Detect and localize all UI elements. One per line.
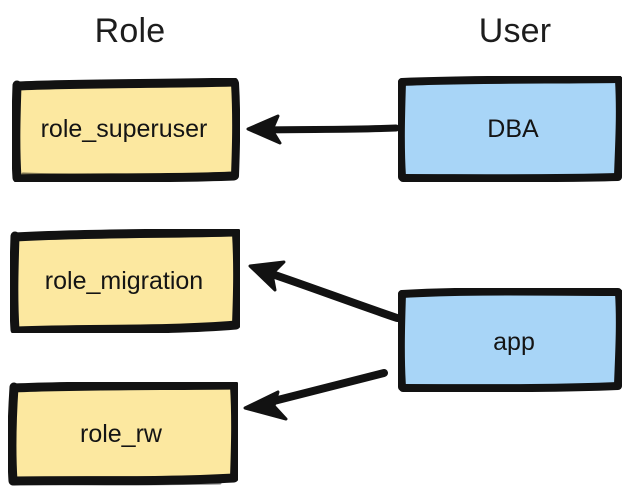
edge-app-to-role-rw (243, 369, 388, 421)
column-heading-user: User (478, 12, 552, 50)
node-role-rw[interactable]: role_rw (8, 382, 238, 486)
column-heading-role: Role (94, 12, 166, 50)
node-role-migration-shape (10, 229, 240, 333)
node-role-migration-label: role_migration (44, 266, 204, 295)
edge-app-to-role-migration (248, 260, 401, 322)
node-user-dba-label: DBA (487, 114, 539, 143)
node-role-superuser-shape (12, 78, 240, 182)
node-user-app-label: app (493, 327, 535, 356)
arrowhead-icon (248, 260, 286, 292)
node-user-app[interactable]: app (398, 288, 622, 392)
edge-dba-to-role-superuser (246, 114, 400, 145)
node-user-dba[interactable]: DBA (398, 76, 622, 182)
node-user-dba-shape (398, 76, 622, 182)
arrowhead-icon (246, 114, 282, 145)
node-role-superuser-label: role_superuser (40, 114, 208, 143)
node-role-superuser[interactable]: role_superuser (12, 78, 240, 182)
arrowhead-icon (243, 390, 288, 421)
node-role-rw-shape (8, 382, 238, 486)
node-user-app-shape (398, 288, 622, 392)
node-role-rw-label: role_rw (80, 419, 162, 448)
node-role-migration[interactable]: role_migration (10, 229, 240, 333)
